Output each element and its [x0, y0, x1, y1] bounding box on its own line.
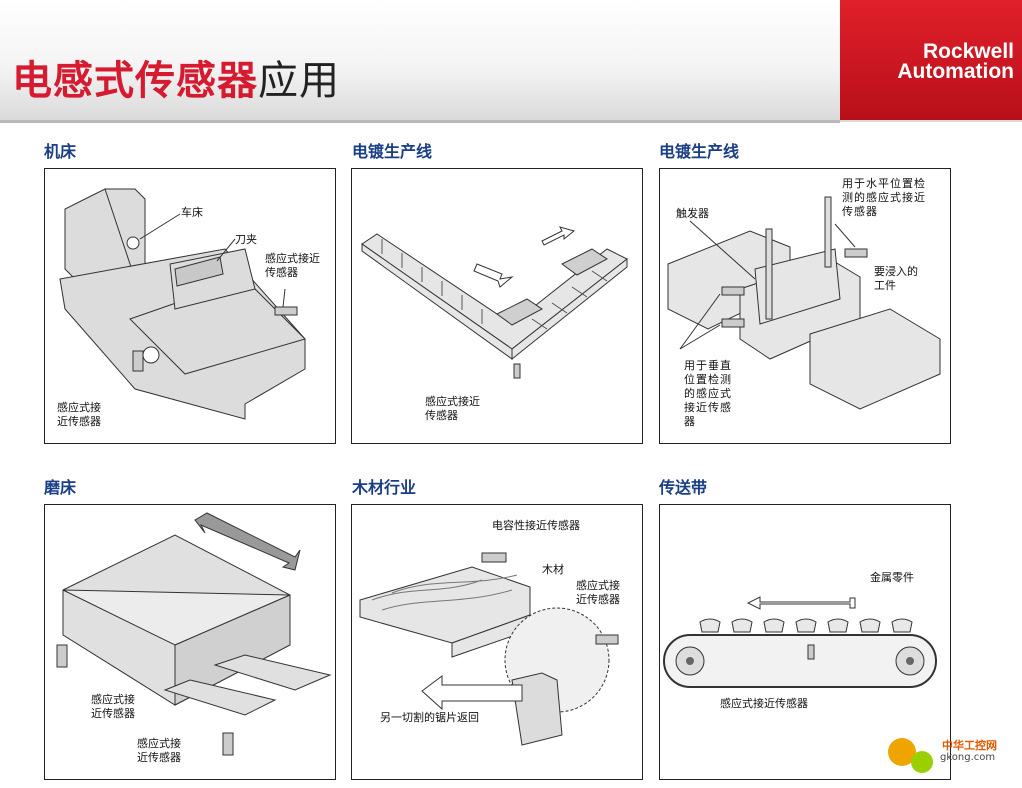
label-wood-sensor: 感应式接 近传感器 — [576, 579, 620, 606]
label-grinder-sensor-1: 感应式接 近传感器 — [91, 693, 135, 720]
rockwell-logo: Rockwell Automation — [840, 0, 1022, 120]
panel-wood-industry: 电容性接近传感器 木材 感应式接 近传感器 另一切割的锯片返回 — [351, 504, 643, 780]
conveyor-illustration — [663, 596, 937, 688]
arrow-icon — [473, 263, 514, 288]
panel-electroplating-2: 用于水平位置检 测的感应式接近 传感器 触发器 要浸入的 工件 用于垂直 位置检… — [659, 168, 951, 444]
panel-title-machine-tool: 机床 — [44, 142, 77, 161]
grinder-illustration — [56, 512, 332, 756]
panel-electroplating-1: 感应式接近 传感器 — [351, 168, 643, 444]
metal-parts-row — [699, 618, 913, 633]
label-grinder-sensor-2: 感应式接 近传感器 — [137, 737, 181, 764]
label-plating-sensor: 感应式接近 传感器 — [425, 395, 480, 422]
panel-title-electroplating-2: 电镀生产线 — [659, 142, 740, 161]
gkong-watermark-logo — [888, 738, 933, 773]
plating-line-illustration — [361, 226, 628, 379]
arrow-icon — [746, 596, 856, 610]
logo-line2: Automation — [897, 60, 1014, 83]
panel-grinder: 感应式接 近传感器 感应式接 近传感器 — [44, 504, 336, 780]
inductive-sensor-icon — [721, 286, 745, 296]
watermark-line1: 中华工控网 — [942, 739, 997, 752]
inductive-sensor-icon — [274, 306, 298, 316]
label-sensor-right: 感应式接近 传感器 — [265, 252, 320, 279]
label-vertical-sensor: 用于垂直 位置检测 的感应式 接近传感 器 — [684, 359, 732, 428]
inductive-sensor-icon — [721, 318, 745, 328]
label-lathe: 车床 — [181, 206, 203, 219]
arrow-icon — [541, 226, 576, 246]
inductive-sensor-icon — [807, 644, 815, 660]
panel-title-electroplating-1: 电镀生产线 — [352, 142, 433, 161]
lathe-illustration — [59, 188, 306, 420]
label-conveyor-sensor: 感应式接近传感器 — [720, 697, 808, 710]
panel-machine-tool: 车床 刀夹 感应式接近 传感器 感应式接 近传感器 — [44, 168, 336, 444]
page-title: 电感式传感器应用 — [12, 48, 340, 106]
label-sensor-bottom: 感应式接 近传感器 — [57, 401, 101, 428]
inductive-sensor-icon — [132, 350, 144, 372]
double-arrow-icon — [194, 512, 301, 571]
wood-saw-illustration — [359, 552, 619, 746]
panel-title-conveyor: 传送带 — [659, 478, 708, 497]
panel-conveyor: 金属零件 感应式接近传感器 — [659, 504, 951, 780]
inductive-sensor-icon — [844, 248, 868, 258]
label-workpiece: 要浸入的 工件 — [874, 265, 918, 292]
capacitive-sensor-icon — [481, 552, 507, 563]
label-trigger: 触发器 — [676, 207, 709, 220]
dipping-tank-illustration — [667, 196, 941, 410]
label-horizontal-sensor: 用于水平位置检 测的感应式接近 传感器 — [842, 177, 926, 218]
label-tool-holder: 刀夹 — [235, 233, 257, 246]
arrow-icon — [421, 675, 523, 711]
label-saw-return: 另一切割的锯片返回 — [380, 711, 479, 724]
logo-line1: Rockwell — [922, 40, 1014, 63]
label-metal-parts: 金属零件 — [870, 571, 914, 584]
panel-title-grinder: 磨床 — [44, 478, 77, 497]
inductive-sensor-icon — [595, 634, 619, 645]
title-suffix: 应用 — [258, 58, 340, 104]
label-capacitive-sensor: 电容性接近传感器 — [492, 519, 580, 532]
inductive-sensor-icon — [513, 363, 521, 379]
label-wood: 木材 — [542, 563, 564, 576]
watermark-line2: gkong.com — [940, 752, 996, 763]
inductive-sensor-icon — [222, 732, 234, 756]
title-main: 电感式传感器 — [12, 58, 258, 104]
header-divider — [0, 120, 840, 123]
panel-title-wood-industry: 木材行业 — [352, 478, 417, 497]
inductive-sensor-icon — [56, 644, 68, 668]
